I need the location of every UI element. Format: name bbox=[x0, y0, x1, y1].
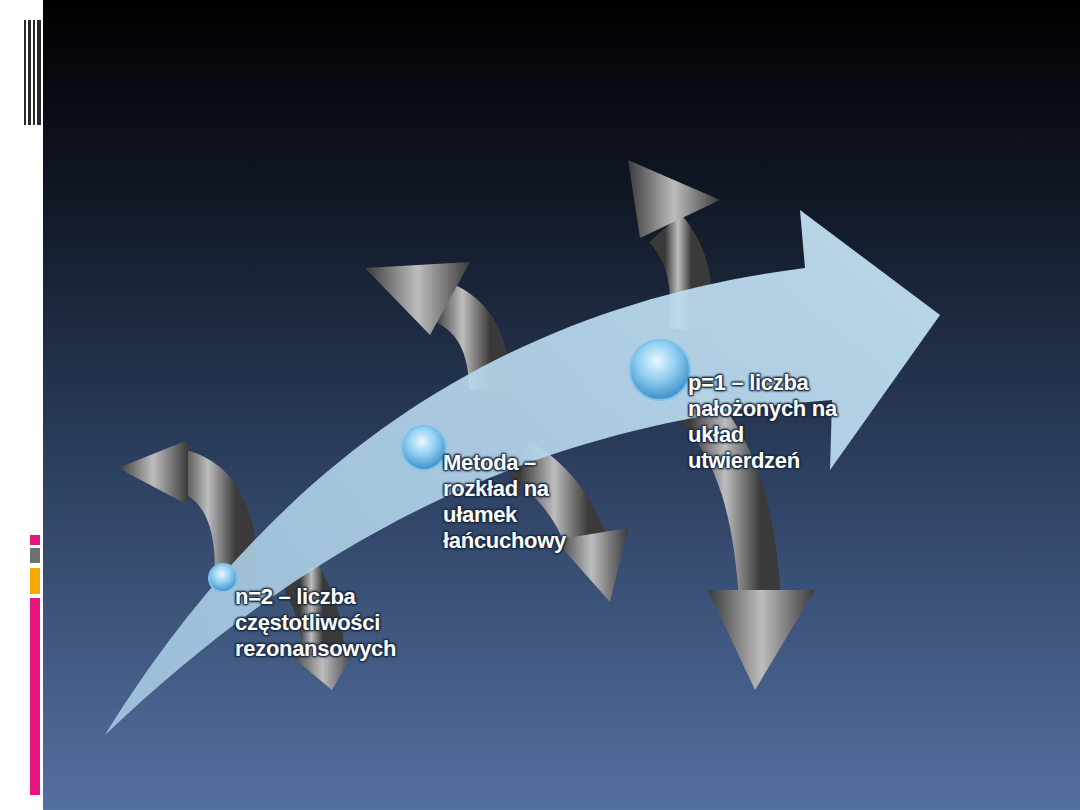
step-label: p=1 – liczba nałożonych na układ utwierd… bbox=[688, 370, 854, 474]
step-label: Metoda – rozkład na ułamek łańcuchowy bbox=[443, 450, 581, 554]
step-bead bbox=[402, 426, 446, 470]
corner-icon bbox=[24, 20, 41, 125]
accent-bar bbox=[30, 568, 40, 594]
step-bead bbox=[209, 564, 237, 592]
side-strip bbox=[0, 0, 43, 810]
accent-bar bbox=[30, 598, 40, 795]
accent-bar bbox=[30, 548, 40, 563]
accent-bar bbox=[30, 535, 40, 545]
step-bead bbox=[630, 340, 690, 400]
step-label: n=2 – liczba częstotliwości rezonansowyc… bbox=[235, 584, 413, 662]
main-arrow bbox=[105, 210, 940, 735]
